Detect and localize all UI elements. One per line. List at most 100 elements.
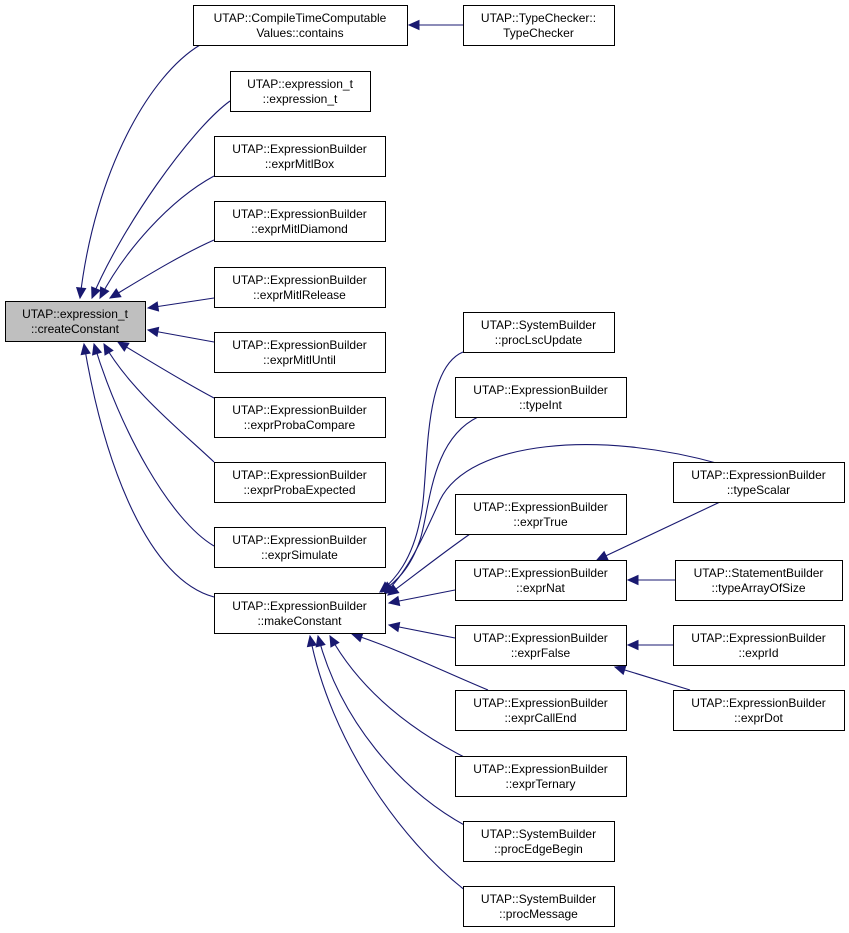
edge-procMessage-to-makeConstant [309,635,467,892]
node-box-typeArrayOfSize [675,560,843,601]
node-exprMitlBox[interactable]: UTAP::ExpressionBuilder::exprMitlBox [214,136,386,177]
arrowhead-ctcv_contains-to-createConstant [75,286,87,300]
node-label-line1: UTAP::ExpressionBuilder [232,599,367,613]
node-box-exprProbaCompare [214,397,386,438]
node-box-exprTrue [455,494,627,535]
node-label-line1: UTAP::ExpressionBuilder [232,142,367,156]
node-box-typechecker [463,5,615,46]
node-typechecker[interactable]: UTAP::TypeChecker::TypeChecker [463,5,615,46]
node-exprTernary[interactable]: UTAP::ExpressionBuilder::exprTernary [455,756,627,797]
node-typeInt[interactable]: UTAP::ExpressionBuilder::typeInt [455,377,627,418]
arrowhead-makeConstant-to-createConstant [80,342,91,356]
node-procEdgeBegin[interactable]: UTAP::SystemBuilder::procEdgeBegin [463,821,615,862]
node-label-line1: UTAP::ExpressionBuilder [232,273,367,287]
node-box-makeConstant [214,593,386,634]
node-box-typeInt [455,377,627,418]
node-box-ctcv_contains [193,5,408,46]
node-label-line1: UTAP::expression_t [22,307,128,321]
node-label-line2: ::typeArrayOfSize [711,581,805,595]
edge-procLscUpdate-to-makeConstant [379,351,464,593]
node-exprFalse[interactable]: UTAP::ExpressionBuilder::exprFalse [455,625,627,666]
node-exprSimulate[interactable]: UTAP::ExpressionBuilder::exprSimulate [214,527,386,568]
node-exprMitlRelease[interactable]: UTAP::ExpressionBuilder::exprMitlRelease [214,267,386,308]
edge-exprCallEnd-to-makeConstant [351,633,489,691]
node-exprCallEnd[interactable]: UTAP::ExpressionBuilder::exprCallEnd [455,690,627,731]
node-label-line2: ::typeInt [519,398,562,412]
arrowhead-exprTernary-to-makeConstant [329,634,340,648]
node-label-line1: UTAP::ExpressionBuilder [232,207,367,221]
node-box-exprFalse [455,625,627,666]
node-label-line2: ::exprMitlUntil [263,353,336,367]
arrowhead-exprMitlDiamond-to-createConstant [108,288,122,299]
node-exprTrue[interactable]: UTAP::ExpressionBuilder::exprTrue [455,494,627,535]
arrowhead-typeScalar-to-exprNat [595,550,609,561]
node-box-createConstant [5,301,146,342]
node-exprProbaExpected[interactable]: UTAP::ExpressionBuilder::exprProbaExpect… [214,462,386,503]
node-label-line1: UTAP::ExpressionBuilder [473,631,608,645]
node-procLscUpdate[interactable]: UTAP::SystemBuilder::procLscUpdate [463,312,615,353]
node-exprMitlUntil[interactable]: UTAP::ExpressionBuilder::exprMitlUntil [214,332,386,373]
edge-expression_t_ctor-to-createConstant [91,100,231,299]
edge-ctcv_contains-to-createConstant [79,44,201,299]
node-makeConstant[interactable]: UTAP::ExpressionBuilder::makeConstant [214,593,386,634]
arrowhead-exprProbaExpected-to-createConstant [103,342,114,356]
node-label-line2: ::createConstant [31,322,120,336]
edge-exprSimulate-to-createConstant [93,343,215,547]
arrowhead-exprSimulate-to-createConstant [91,342,103,356]
node-label-line1: UTAP::ExpressionBuilder [473,383,608,397]
node-exprProbaCompare[interactable]: UTAP::ExpressionBuilder::exprProbaCompar… [214,397,386,438]
node-exprNat[interactable]: UTAP::ExpressionBuilder::exprNat [455,560,627,601]
node-box-typeScalar [673,462,845,503]
edge-exprFalse-to-makeConstant [388,624,456,639]
node-box-exprMitlDiamond [214,201,386,242]
edge-makeConstant-to-createConstant [83,343,215,598]
node-box-exprMitlBox [214,136,386,177]
edge-exprMitlRelease-to-createConstant [147,297,215,309]
node-exprDot[interactable]: UTAP::ExpressionBuilder::exprDot [673,690,845,731]
node-label-line2: ::procEdgeBegin [494,842,583,856]
node-typeScalar[interactable]: UTAP::ExpressionBuilder::typeScalar [673,462,845,503]
node-label-line2: ::exprMitlBox [265,157,334,171]
node-label-line2: ::exprProbaCompare [244,418,356,432]
edge-typeScalar-to-makeConstant [383,444,721,595]
arrowhead-exprProbaCompare-to-createConstant [116,341,130,352]
node-label-line2: ::exprDot [734,711,783,725]
node-box-procLscUpdate [463,312,615,353]
node-box-exprCallEnd [455,690,627,731]
node-exprId[interactable]: UTAP::ExpressionBuilder::exprId [673,625,845,666]
node-label-line1: UTAP::ExpressionBuilder [473,696,608,710]
node-expression_t_ctor[interactable]: UTAP::expression_t::expression_t [230,71,371,112]
node-box-exprNat [455,560,627,601]
arrowhead-procEdgeBegin-to-makeConstant [315,634,326,648]
node-box-exprMitlUntil [214,332,386,373]
node-label-line1: UTAP::ExpressionBuilder [691,631,826,645]
node-createConstant[interactable]: UTAP::expression_t::createConstant [5,301,146,342]
arrowhead-typechecker-to-ctcv_contains [407,19,420,31]
edge-exprNat-to-makeConstant [388,589,456,604]
node-label-line2: ::exprTernary [505,777,575,791]
node-label-line1: UTAP::TypeChecker:: [481,11,596,25]
node-label-line2: ::procMessage [499,907,578,921]
arrowhead-exprMitlRelease-to-createConstant [146,301,160,312]
node-label-line2: ::exprProbaExpected [243,483,355,497]
arrowhead-exprDot-to-exprFalse [613,665,627,676]
node-exprMitlDiamond[interactable]: UTAP::ExpressionBuilder::exprMitlDiamond [214,201,386,242]
node-label-line2: ::exprMitlDiamond [251,222,348,236]
node-label-line1: UTAP::ExpressionBuilder [691,468,826,482]
edge-exprDot-to-exprFalse [614,666,691,691]
node-box-expression_t_ctor [230,71,371,112]
node-label-line1: UTAP::expression_t [247,77,353,91]
arrowhead-exprCallEnd-to-makeConstant [350,632,364,643]
node-typeArrayOfSize[interactable]: UTAP::StatementBuilder::typeArrayOfSize [675,560,843,601]
node-box-procEdgeBegin [463,821,615,862]
edge-exprMitlDiamond-to-createConstant [109,239,215,299]
node-label-line2: ::exprTrue [513,515,568,529]
node-label-line2: ::exprSimulate [261,548,338,562]
node-procMessage[interactable]: UTAP::SystemBuilder::procMessage [463,886,615,927]
edge-exprTernary-to-makeConstant [329,635,471,761]
arrowhead-expression_t_ctor-to-createConstant [91,286,101,300]
node-ctcv_contains[interactable]: UTAP::CompileTimeComputableValues::conta… [193,5,408,46]
arrowhead-exprNat-to-makeConstant [387,595,401,607]
node-box-exprDot [673,690,845,731]
